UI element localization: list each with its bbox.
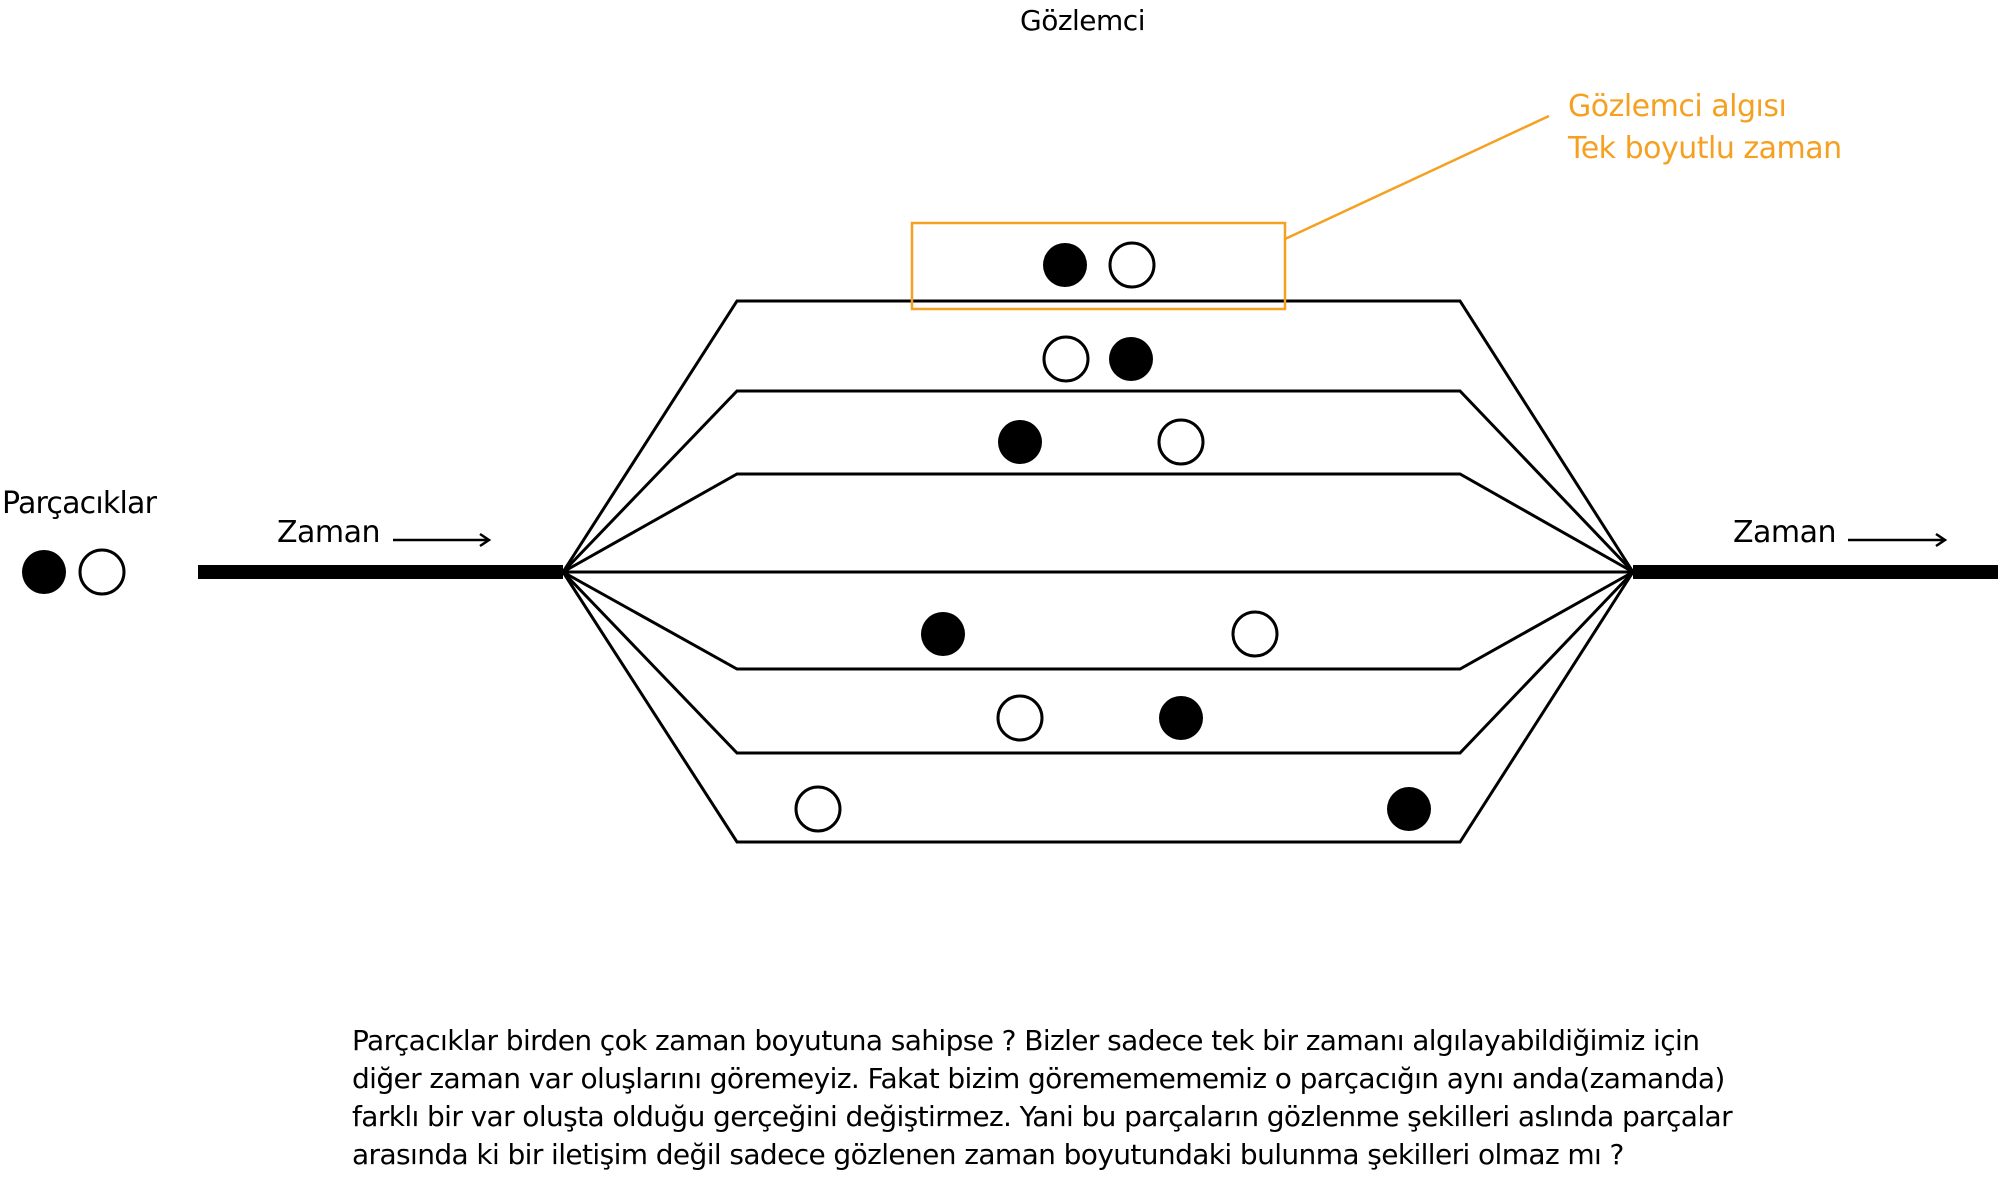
filled-particle-icon bbox=[921, 612, 965, 656]
filled-particle-icon bbox=[1043, 243, 1087, 287]
branch-line bbox=[561, 571, 1635, 844]
open-particle-icon bbox=[1231, 610, 1279, 658]
particles-label: Parçacıklar bbox=[2, 486, 157, 521]
legend-particles bbox=[22, 548, 126, 596]
open-particle-icon bbox=[1108, 241, 1156, 289]
branch-lines bbox=[561, 299, 1635, 844]
branch-line bbox=[561, 570, 1635, 755]
caption-line: arasında ki bir iletişim değil sadece gö… bbox=[352, 1138, 1624, 1171]
branch-line bbox=[561, 389, 1635, 574]
observer-perception-leader bbox=[1284, 114, 1550, 241]
filled-particle-icon bbox=[998, 420, 1042, 464]
filled-particle-icon bbox=[1387, 787, 1431, 831]
observer-perception-label: Gözlemci algısı Tek boyutlu zaman bbox=[1568, 86, 1842, 170]
open-particle-icon bbox=[996, 694, 1044, 742]
branch-line bbox=[561, 299, 1635, 573]
open-particle-icon bbox=[1042, 335, 1090, 383]
caption-paragraph: Parçacıklar birden çok zaman boyutuna sa… bbox=[352, 1022, 1733, 1174]
caption-line: farklı bir var oluşta olduğu gerçeğini d… bbox=[352, 1100, 1733, 1133]
filled-particle-icon bbox=[22, 550, 66, 594]
time-arrow-left-icon bbox=[393, 532, 492, 548]
observer-perception-box bbox=[910, 221, 1287, 311]
caption-line: diğer zaman var oluşlarını göremeyiz. Fa… bbox=[352, 1062, 1725, 1095]
perception-line-1: Gözlemci algısı bbox=[1568, 89, 1787, 124]
perception-line-2: Tek boyutlu zaman bbox=[1568, 131, 1842, 166]
filled-particle-icon bbox=[1109, 337, 1153, 381]
branch-particles bbox=[794, 241, 1431, 833]
time-label-right: Zaman bbox=[1733, 515, 1837, 550]
open-particle-icon bbox=[78, 548, 126, 596]
caption-line: Parçacıklar birden çok zaman boyutuna sa… bbox=[352, 1024, 1700, 1057]
observer-title: Gözlemci bbox=[1020, 4, 1145, 37]
branch-line bbox=[562, 570, 1634, 671]
time-arrow-right-icon bbox=[1848, 532, 1948, 548]
open-particle-icon bbox=[1157, 418, 1205, 466]
time-label-left: Zaman bbox=[277, 515, 381, 550]
open-particle-icon bbox=[794, 785, 842, 833]
branch-line bbox=[562, 472, 1634, 574]
filled-particle-icon bbox=[1159, 696, 1203, 740]
